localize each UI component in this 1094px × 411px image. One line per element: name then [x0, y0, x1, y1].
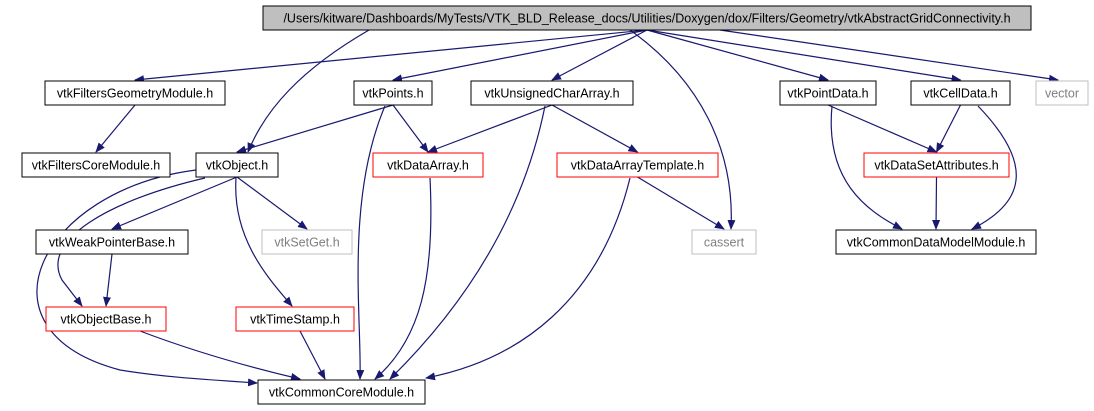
edge-root-to-pointData: [646, 29, 829, 82]
node-box-dataSetAttributes: [863, 152, 1010, 178]
node-label-objectBase: vtkObjectBase.h: [60, 313, 151, 327]
node-box-cassert: [691, 229, 757, 255]
node-box-points: [353, 80, 433, 106]
node-label-cassert: cassert: [704, 236, 745, 250]
node-box-object: [195, 152, 279, 178]
nodes-layer: /Users/kitware/Dashboards/MyTests/VTK_BL…: [21, 5, 1089, 405]
node-box-timeStamp: [235, 306, 355, 332]
edge-dataArray-to-commonCoreModule: [374, 177, 432, 380]
node-box-objectBase: [45, 306, 167, 332]
node-vector[interactable]: vector: [1035, 80, 1089, 106]
edge-points-to-dataArray: [392, 104, 429, 153]
node-dataSetAttributes[interactable]: vtkDataSetAttributes.h: [863, 152, 1010, 178]
edge-object-to-objectBase: [57, 177, 206, 307]
node-box-commonDataModelModule: [835, 229, 1037, 255]
node-cellData[interactable]: vtkCellData.h: [910, 80, 1011, 106]
node-weakPointerBase[interactable]: vtkWeakPointerBase.h: [35, 229, 189, 255]
node-box-weakPointerBase: [35, 229, 189, 255]
node-commonDataModelModule[interactable]: vtkCommonDataModelModule.h: [835, 229, 1037, 255]
node-box-dataArray: [372, 152, 484, 178]
node-dataArray[interactable]: vtkDataArray.h: [372, 152, 484, 178]
node-label-setGet: vtkSetGet.h: [274, 236, 339, 250]
node-label-root: /Users/kitware/Dashboards/MyTests/VTK_BL…: [283, 12, 1010, 26]
edges-layer: [36, 29, 1059, 387]
node-label-object: vtkObject.h: [206, 159, 269, 173]
edge-dataSetAttributes-to-commonDataModelModule: [932, 176, 941, 230]
node-box-unsignedCharArray: [470, 80, 634, 106]
node-filtersCoreModule[interactable]: vtkFiltersCoreModule.h: [21, 152, 171, 178]
node-label-points: vtkPoints.h: [362, 87, 423, 101]
edge-object-to-timeStamp: [235, 177, 293, 307]
edge-dataArrayTemplate-to-commonCoreModule: [425, 177, 631, 381]
edge-points-to-object: [236, 104, 394, 154]
node-filtersGeometryModule[interactable]: vtkFiltersGeometryModule.h: [44, 80, 226, 106]
node-object[interactable]: vtkObject.h: [195, 152, 279, 178]
edge-root-to-filtersGeometryModule: [134, 29, 648, 84]
node-box-commonCoreModule: [257, 379, 426, 405]
node-label-dataArray: vtkDataArray.h: [387, 159, 469, 173]
edge-pointData-to-commonDataModelModule: [830, 105, 903, 230]
node-label-filtersGeometryModule: vtkFiltersGeometryModule.h: [57, 87, 213, 101]
edge-unsignedCharArray-to-dataArrayTemplate: [551, 104, 639, 153]
node-box-filtersGeometryModule: [44, 80, 226, 106]
edge-cellData-to-dataSetAttributes: [935, 104, 962, 153]
edge-unsignedCharArray-to-commonCoreModule: [389, 105, 546, 380]
node-unsignedCharArray[interactable]: vtkUnsignedCharArray.h: [470, 80, 634, 106]
edge-object-to-setGet: [236, 176, 308, 230]
edge-filtersGeometryModule-to-filtersCoreModule: [95, 104, 136, 153]
node-timeStamp[interactable]: vtkTimeStamp.h: [235, 306, 355, 332]
node-label-timeStamp: vtkTimeStamp.h: [250, 313, 340, 327]
node-label-weakPointerBase: vtkWeakPointerBase.h: [49, 236, 175, 250]
node-label-unsignedCharArray: vtkUnsignedCharArray.h: [484, 87, 619, 101]
edge-root-to-cellData: [646, 29, 962, 83]
node-box-cellData: [910, 80, 1011, 106]
edge-dataArrayTemplate-to-cassert: [637, 176, 725, 230]
node-box-dataArrayTemplate: [556, 152, 719, 178]
node-label-dataSetAttributes: vtkDataSetAttributes.h: [874, 159, 998, 173]
edge-root-to-object: [247, 29, 370, 153]
edge-objectBase-to-commonCoreModule: [139, 330, 301, 381]
node-box-filtersCoreModule: [21, 152, 171, 178]
node-objectBase[interactable]: vtkObjectBase.h: [45, 306, 167, 332]
edge-root-to-vector: [719, 29, 1059, 83]
node-setGet[interactable]: vtkSetGet.h: [261, 229, 353, 255]
edge-unsignedCharArray-to-dataArray: [427, 104, 553, 153]
node-label-cellData: vtkCellData.h: [923, 87, 997, 101]
edge-weakPointerBase-to-objectBase: [103, 253, 113, 307]
node-box-root: [262, 5, 1032, 31]
edge-object-to-weakPointerBase: [111, 176, 238, 230]
edge-root-to-cassert: [629, 29, 736, 230]
node-label-filtersCoreModule: vtkFiltersCoreModule.h: [32, 159, 161, 173]
node-box-setGet: [261, 229, 353, 255]
edge-root-to-unsignedCharArray: [551, 29, 648, 81]
node-label-pointData: vtkPointData.h: [787, 87, 868, 101]
node-commonCoreModule[interactable]: vtkCommonCoreModule.h: [257, 379, 426, 405]
node-box-pointData: [779, 80, 877, 106]
edge-cellData-to-commonDataModelModule: [971, 105, 1017, 230]
node-box-vector: [1035, 80, 1089, 106]
edge-timeStamp-to-commonCoreModule: [299, 330, 326, 380]
node-label-commonCoreModule: vtkCommonCoreModule.h: [269, 386, 414, 400]
edge-root-to-points: [392, 29, 648, 83]
node-label-dataArrayTemplate: vtkDataArrayTemplate.h: [571, 159, 704, 173]
node-label-vector: vector: [1045, 87, 1079, 101]
node-label-commonDataModelModule: vtkCommonDataModelModule.h: [847, 236, 1026, 250]
node-dataArrayTemplate[interactable]: vtkDataArrayTemplate.h: [556, 152, 719, 178]
node-points[interactable]: vtkPoints.h: [353, 80, 433, 106]
edge-object-to-commonCoreModule: [36, 169, 258, 387]
node-root: /Users/kitware/Dashboards/MyTests/VTK_BL…: [262, 5, 1032, 31]
edge-pointData-to-dataSetAttributes: [827, 104, 938, 153]
edge-points-to-commonCoreModule: [356, 105, 386, 380]
node-cassert[interactable]: cassert: [691, 229, 757, 255]
node-pointData[interactable]: vtkPointData.h: [779, 80, 877, 106]
